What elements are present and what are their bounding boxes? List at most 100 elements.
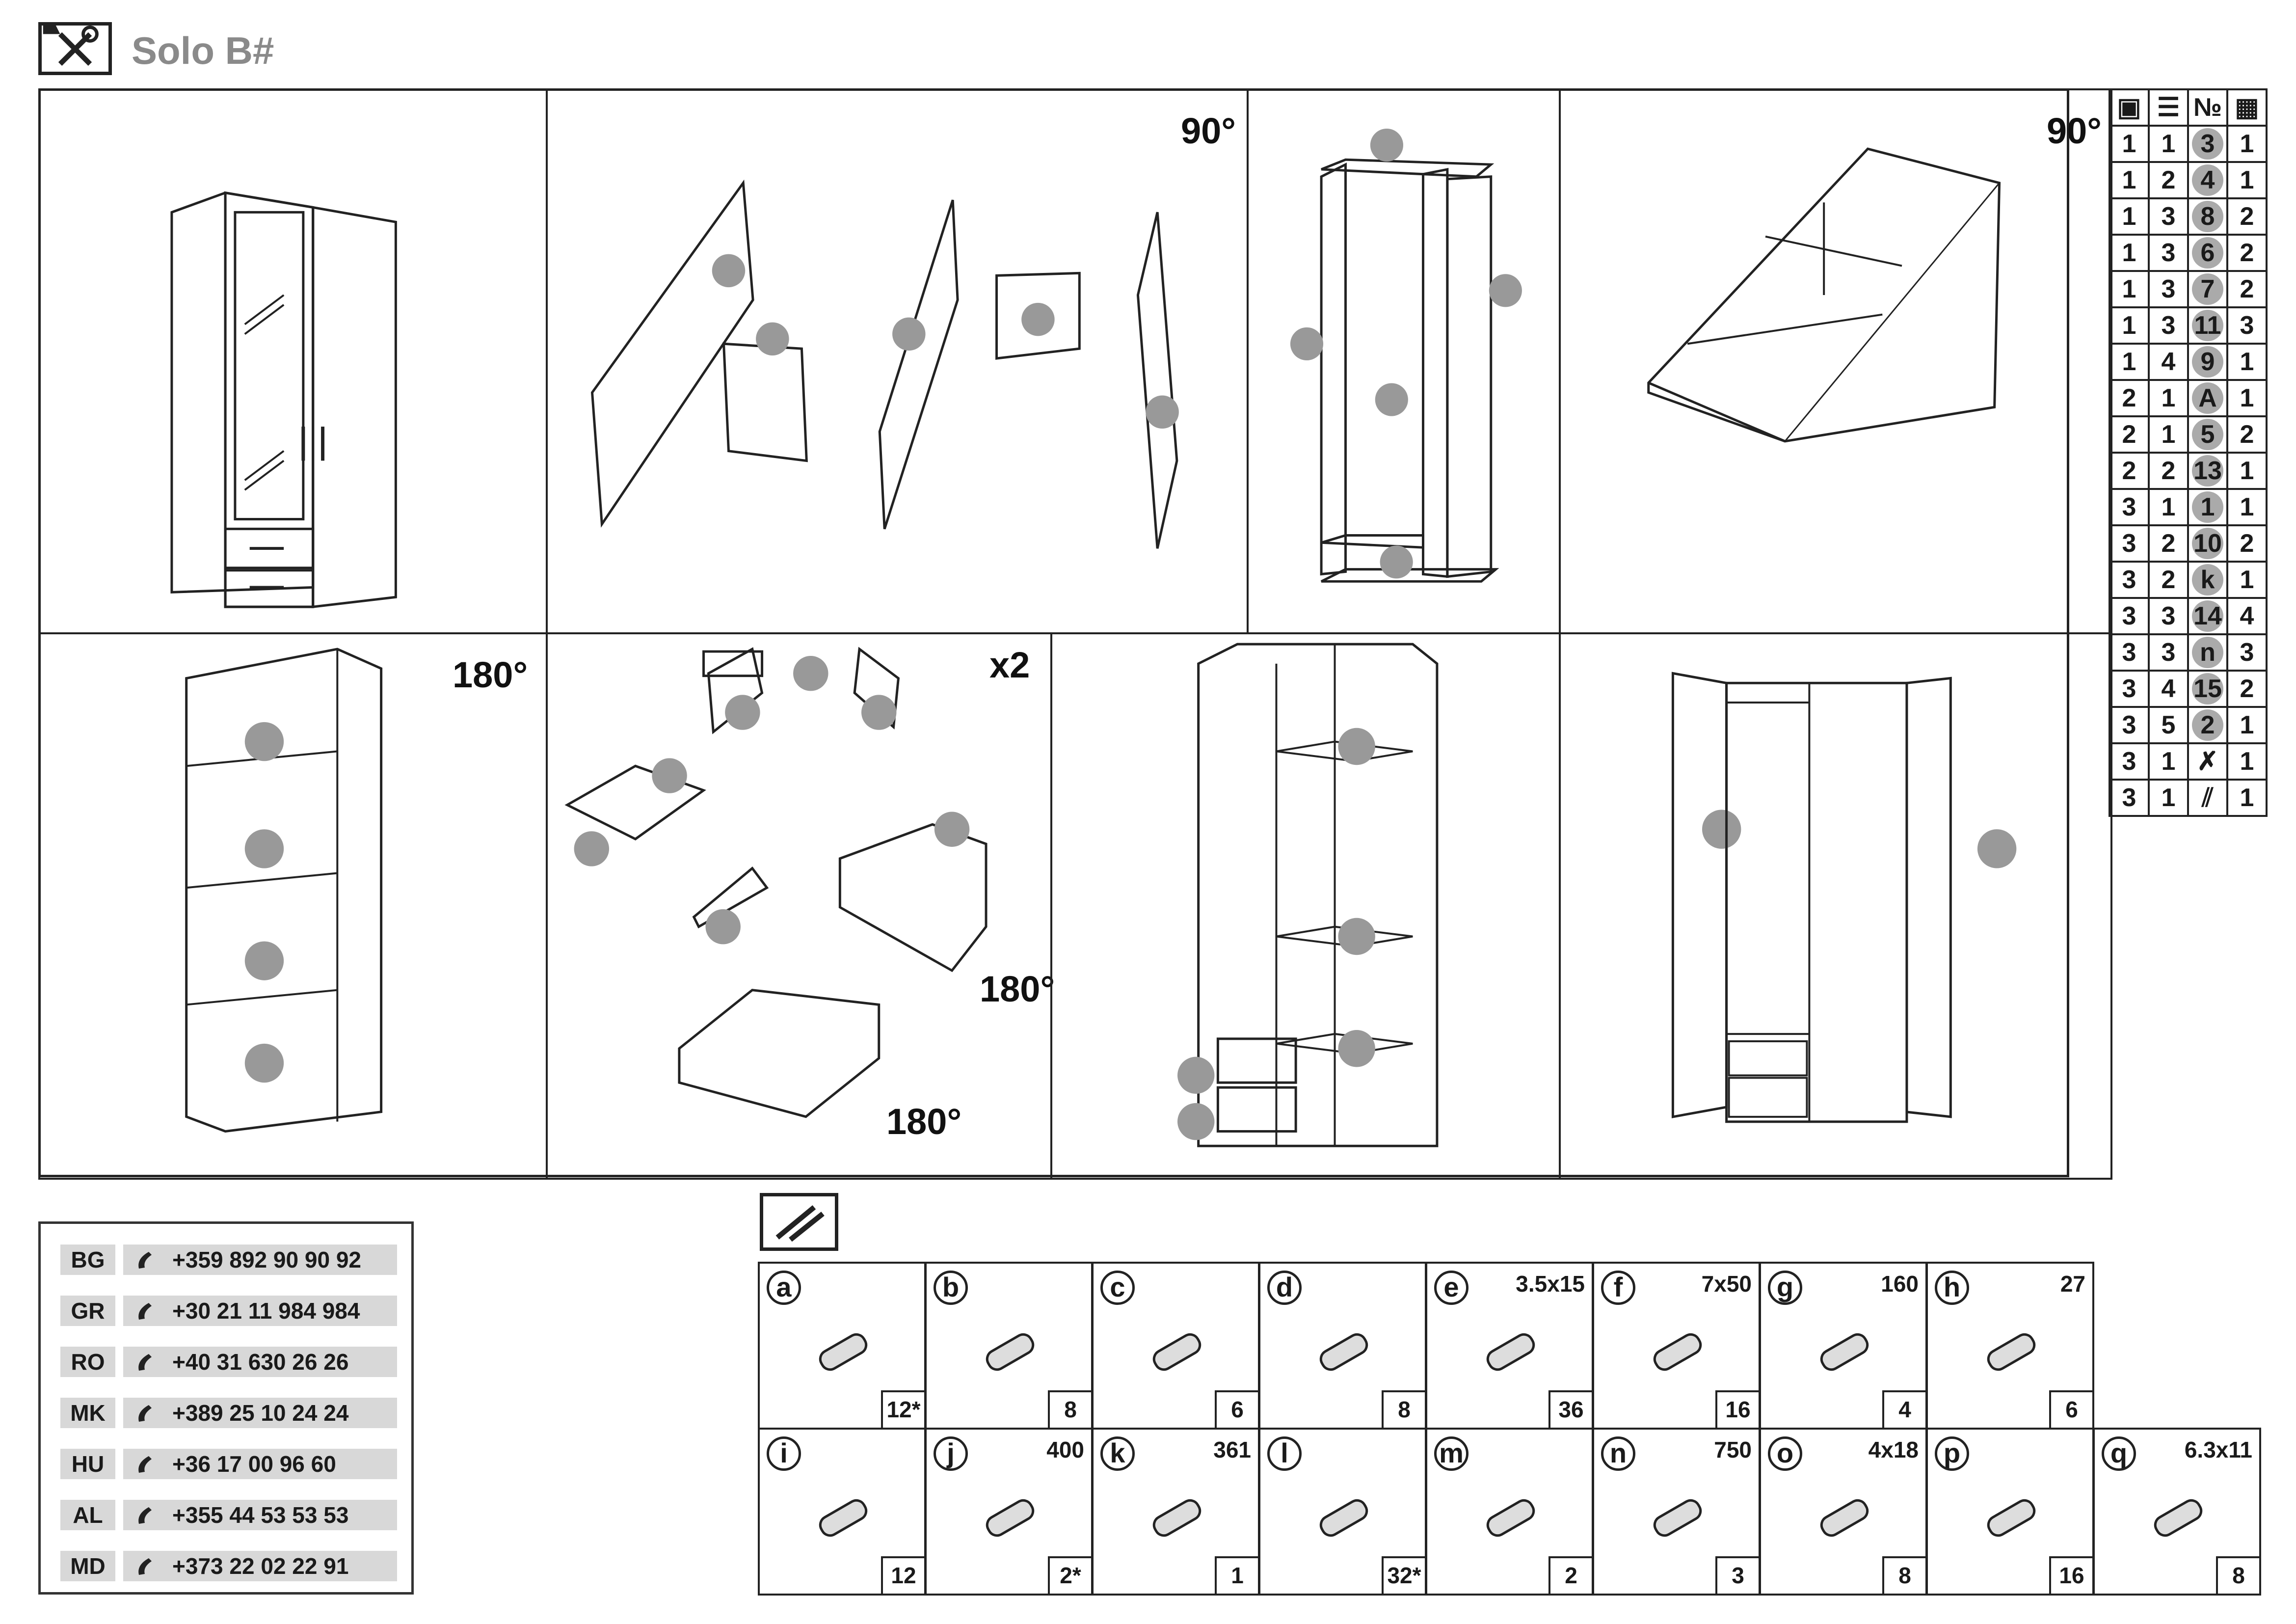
part-number: A [2187, 379, 2228, 417]
phone-number[interactable]: +373 22 02 22 91 [123, 1551, 397, 1581]
parts-table-cell: 2 [2148, 524, 2189, 563]
hardware-part-icon [1653, 1333, 1702, 1371]
parts-table-cell: 1 [2109, 343, 2150, 381]
parts-table-cell: 1 [2109, 234, 2150, 272]
hardware-letter: p [1935, 1436, 1969, 1471]
phone-number[interactable]: +40 31 630 26 26 [123, 1347, 397, 1377]
part-number-badge: 14 [2192, 600, 2223, 632]
hardware-quantity: 8 [1382, 1390, 1425, 1428]
hardware-letter: m [1434, 1436, 1468, 1471]
parts-table-cell: 2 [2148, 161, 2189, 199]
hardware-part-icon [986, 1333, 1035, 1371]
phone-handset-icon [134, 1453, 163, 1475]
parts-table-cell: 2 [2226, 270, 2268, 308]
parts-table-cell: 2 [2148, 561, 2189, 599]
hardware-part-icon [819, 1499, 868, 1537]
hardware-part-icon [1653, 1499, 1702, 1537]
hardware-quantity: 16 [2049, 1556, 2092, 1594]
hardware-size: 400 [1046, 1437, 1084, 1462]
quantity-x2-label: x2 [989, 645, 1030, 685]
parts-table-cell: 3 [2109, 633, 2150, 672]
hardware-part-icon [2154, 1499, 2203, 1537]
phone-number[interactable]: +30 21 11 984 984 [123, 1296, 397, 1326]
phone-number[interactable]: +355 44 53 53 53 [123, 1500, 397, 1530]
phone-handset-icon [134, 1504, 163, 1526]
step-carcass-feet: 90° [1559, 88, 2112, 634]
parts-table-cell: 1 [2148, 379, 2189, 417]
phone-handset-icon [134, 1299, 163, 1322]
grid-icon: ▦ [2226, 88, 2268, 127]
phone-number[interactable]: +36 17 00 96 60 [123, 1449, 397, 1479]
phone-handset-icon [134, 1555, 163, 1577]
part-number-badge: n [2192, 637, 2223, 668]
number-label: № [2187, 88, 2228, 127]
parts-table-cell: 3 [2109, 670, 2150, 708]
rotate-90-label: 90° [1181, 110, 1236, 151]
part-number-badge: 15 [2192, 673, 2223, 704]
parts-table-cell: 2 [2109, 452, 2150, 490]
country-code: GR [60, 1296, 115, 1326]
phone-number-text: +355 44 53 53 53 [172, 1502, 349, 1528]
phone-number[interactable]: +389 25 10 24 24 [123, 1398, 397, 1428]
part-number-badge: 13 [2192, 455, 2223, 487]
hardware-letter: c [1100, 1271, 1135, 1305]
parts-table-cell: 1 [2148, 125, 2189, 163]
hardware-part-icon [1987, 1499, 2036, 1537]
hardware-quantity: 6 [1215, 1390, 1258, 1428]
parts-table-cell: 2 [2148, 452, 2189, 490]
part-number: n [2187, 633, 2228, 672]
parts-table-cell: 3 [2148, 197, 2189, 236]
part-number-badge: 7 [2192, 273, 2223, 305]
part-number-badge: 6 [2192, 237, 2223, 269]
phone-number-text: +373 22 02 22 91 [172, 1553, 349, 1579]
parts-table-header: ▣ ☰ № ▦ [2109, 88, 2268, 127]
parts-table-cell: 1 [2226, 742, 2268, 781]
step-drawer-assembly: x2 180° 180° [546, 632, 1055, 1180]
parts-table-cell: 1 [2226, 561, 2268, 599]
rotate-90-label: 90° [2047, 110, 2102, 151]
part-number-badge: k [2192, 564, 2223, 595]
step-finished-wardrobe [38, 88, 548, 634]
phone-number-text: +30 21 11 984 984 [172, 1298, 360, 1324]
phone-number[interactable]: +359 892 90 90 92 [123, 1245, 397, 1275]
phone-number-text: +40 31 630 26 26 [172, 1349, 349, 1375]
step-back-panel: 180° [38, 632, 548, 1180]
parts-table-cell: 3 [2148, 270, 2189, 308]
phone-number-text: +389 25 10 24 24 [172, 1400, 349, 1426]
parts-table-cell: 1 [2109, 197, 2150, 236]
parts-table-cell: 2 [2226, 197, 2268, 236]
parts-table-cell: 3 [2109, 561, 2150, 599]
part-number-badge: 4 [2192, 164, 2223, 196]
hardware-letter: a [767, 1271, 801, 1305]
part-number: 9 [2187, 343, 2228, 381]
hardware-part-icon [1319, 1333, 1368, 1371]
hardware-quantity: 3 [1715, 1556, 1759, 1594]
parts-table-cell: 2 [2109, 415, 2150, 454]
parts-table-cell: 1 [2148, 488, 2189, 526]
hardware-quantity: 16 [1715, 1390, 1759, 1428]
parts-table-cell: 2 [2226, 234, 2268, 272]
part-number-badge: 11 [2192, 310, 2223, 341]
phone-handset-icon [134, 1351, 163, 1373]
hardware-part-icon [1319, 1499, 1368, 1537]
parts-table-cell: 3 [2148, 633, 2189, 672]
hardware-part-icon [1486, 1333, 1535, 1371]
tools-icon: ✗ [2187, 742, 2228, 781]
parts-table-cell: 3 [2109, 742, 2150, 781]
phone-handset-icon [134, 1248, 163, 1271]
hardware-pencils-icon [760, 1193, 838, 1251]
hardware-letter: f [1601, 1271, 1635, 1305]
hardware-letter: d [1267, 1271, 1302, 1305]
part-number: 11 [2187, 306, 2228, 345]
